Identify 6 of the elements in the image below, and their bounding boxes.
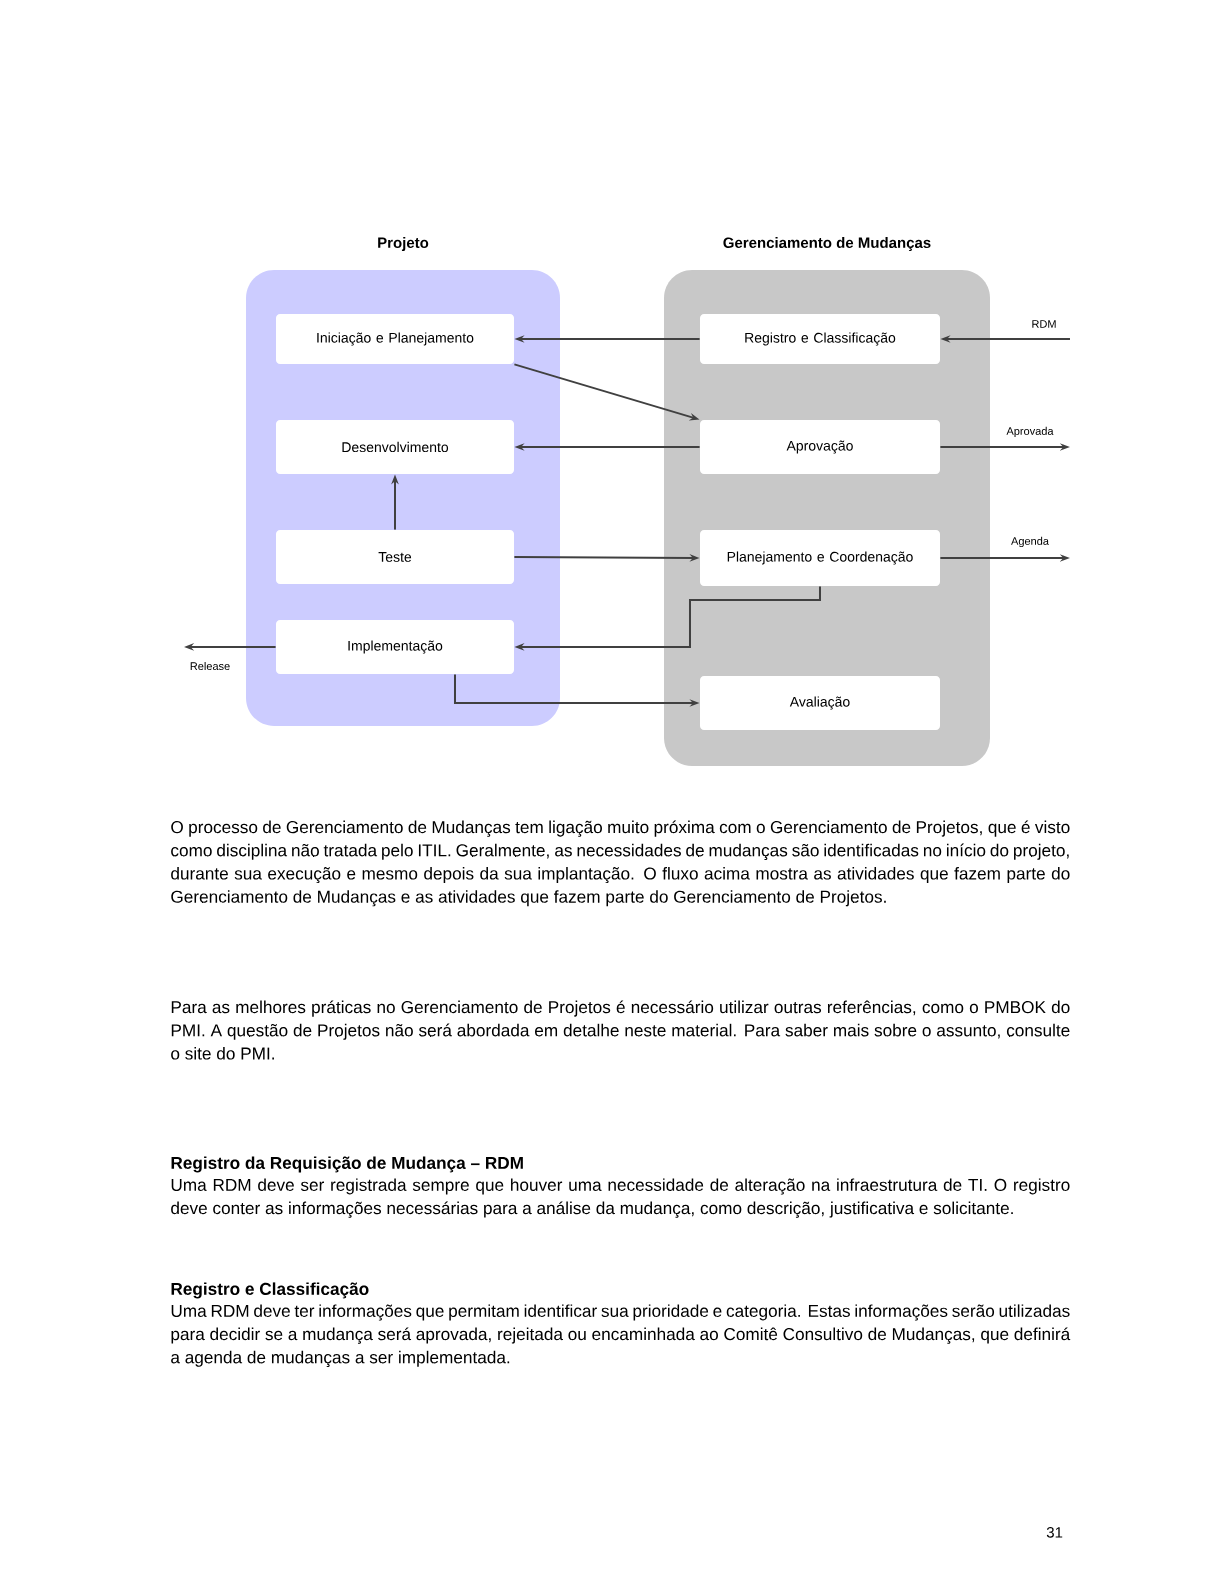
paragraph: Para as melhores práticas no Gerenciamento de Projetos é necessário utilizar outras referências, como o PMBOK do PMI. A questão de Projetos não será abordada em detalhe neste material. Para saber mais sobre o assunto, consulte o site do PMI. (171, 1000, 1070, 1060)
section-heading: Registro da Requisição de Mudança – RDM (171, 1156, 523, 1173)
paragraph: Uma RDM deve ter informações que permitam identificar sua prioridade e categoria. Estas informações serão utilizadas para decidir se a mudança será aprovada, rejeitada ou encaminhada ao Comitê Consultivo de Mudanças, que definirá a agenda de mudanças a ser implementada. (171, 1304, 1071, 1367)
paragraph: Uma RDM deve ser registrada sempre que houver uma necessidade de alteração na infraestrutura de TI. O registro deve conter as informações necessárias para a análise da mudança, como descrição, justificativa e solicitante. (171, 1178, 1070, 1218)
section-heading: Registro e Classificação (171, 1282, 369, 1299)
paragraph: O processo de Gerenciamento de Mudanças tem ligação muito próxima com o Gerenciamento de Projetos, que é visto como disciplina não tratada pelo ITIL. Geralmente, as necessidades de mudanças são identificadas no início do projeto, durante sua execução e mesmo depois da sua implantação. O fluxo acima mostra as atividades que fazem parte do Gerenciamento de Mudanças e as atividades que fazem parte do Gerenciamento de Projetos. (171, 820, 1070, 907)
